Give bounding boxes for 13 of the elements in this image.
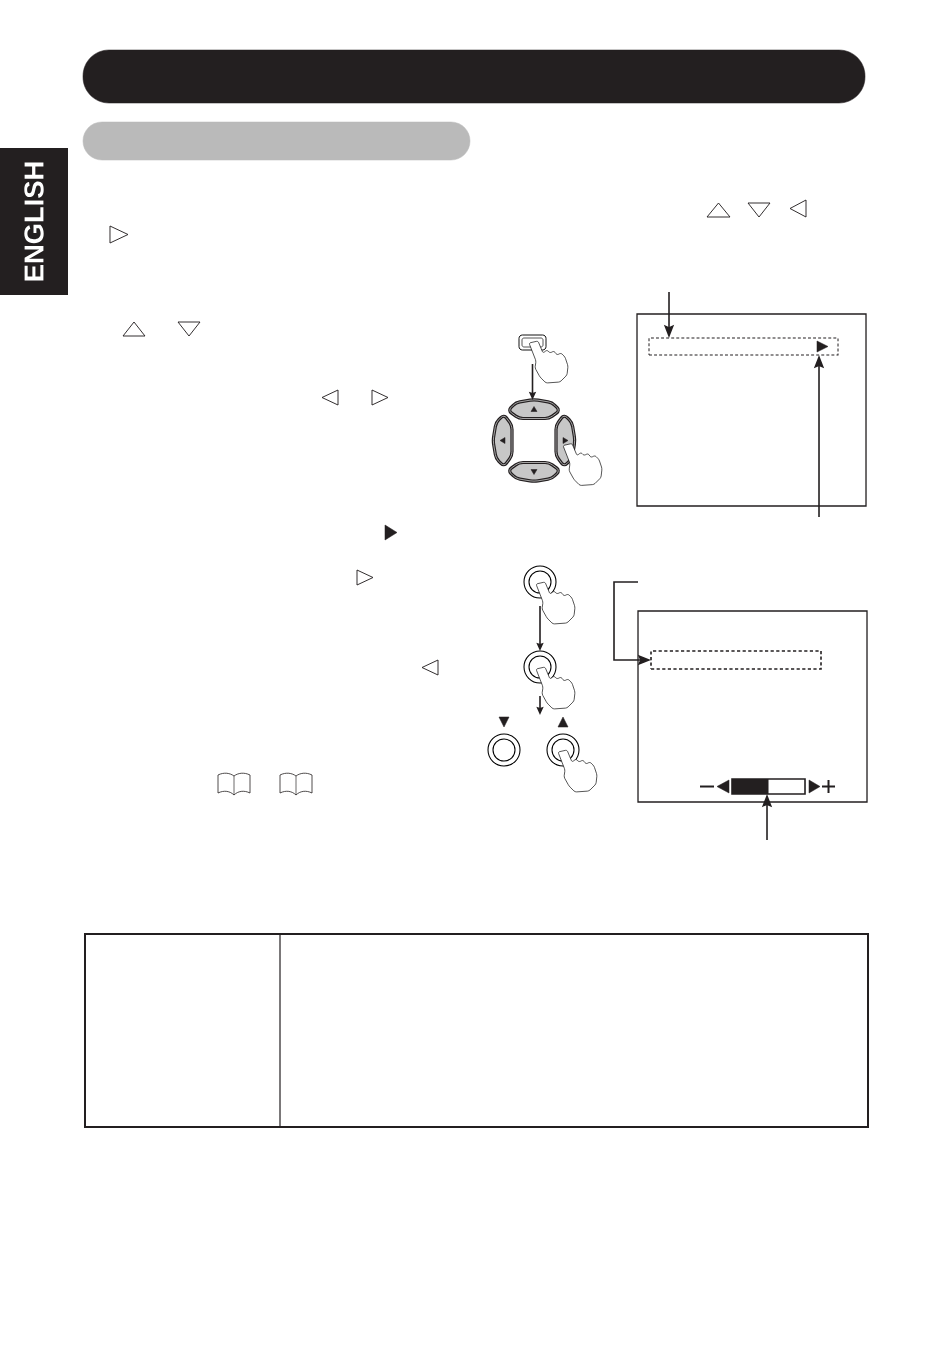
direction-pad-picture — [491, 398, 603, 486]
round-button-picture — [523, 565, 576, 625]
button-pair-picture — [487, 716, 598, 793]
title-bar — [82, 49, 866, 104]
dashed-box — [648, 337, 839, 356]
subtitle-bar — [82, 121, 471, 161]
menu-button-picture — [518, 334, 569, 384]
screen-box — [636, 313, 867, 507]
screen-box — [637, 610, 868, 803]
round-button-picture — [523, 650, 576, 710]
dashed-box — [650, 650, 822, 670]
language-tab: ENGLISH — [0, 148, 68, 295]
slider — [699, 778, 836, 795]
